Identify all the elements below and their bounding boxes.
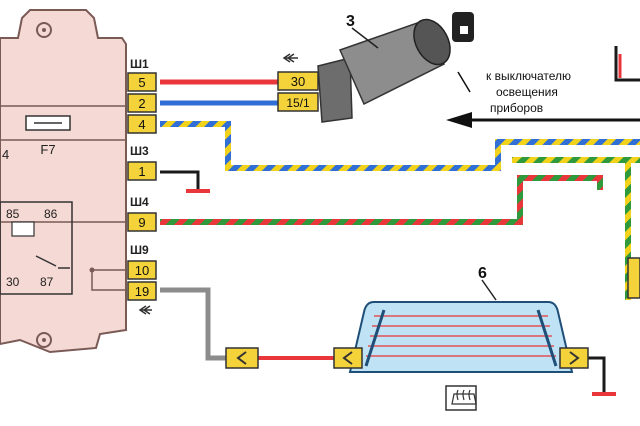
wire-yellow-blue-pin4 — [160, 121, 640, 171]
wire-black-lamp — [584, 356, 606, 392]
lamp-number: 6 — [478, 265, 487, 282]
pin-label: 4 — [138, 117, 145, 132]
connector-sh1: 5 2 4 — [127, 72, 157, 134]
terminal-marker-icon — [282, 53, 298, 63]
right-connector-stub — [627, 257, 640, 299]
relay-pin-85: 85 — [6, 207, 20, 221]
wire-black-pin1 — [160, 170, 200, 190]
wire-gray-pin19 — [160, 287, 236, 361]
rear-window-heating-icon — [445, 385, 477, 411]
relay-pin-87: 87 — [40, 275, 54, 289]
note-line-2: освещения — [496, 85, 558, 99]
connector-sh3: 1 — [127, 161, 157, 181]
pin-label: 5 — [138, 75, 145, 90]
arrow-left-icon — [446, 112, 472, 128]
note-line-1: к выключателю — [486, 69, 571, 83]
connector-sh4-label: Ш4 — [130, 195, 149, 209]
block-side-digit: 4 — [2, 147, 9, 162]
lamp: 6 — [333, 265, 589, 373]
relay: 85 86 30 87 — [0, 201, 73, 295]
terminal-marker-icon — [138, 305, 152, 315]
wire-right-top — [614, 46, 640, 82]
wire-red-green-pin9 — [160, 175, 603, 225]
switch-pin-15-1: 15/1 — [286, 96, 310, 110]
pin-label: 2 — [138, 96, 145, 111]
ignition-switch: 30 15/1 3 — [277, 12, 474, 123]
relay-pin-30: 30 — [6, 275, 20, 289]
connector-sh1-label: Ш1 — [130, 57, 149, 71]
switch-number: 3 — [346, 13, 355, 30]
inline-connector-left — [225, 347, 259, 369]
connector-sh9-label: Ш9 — [130, 243, 149, 257]
fuse-f7: F7 — [25, 115, 71, 157]
relay-pin-86: 86 — [44, 207, 58, 221]
connector-sh9: 10 19 — [127, 260, 157, 301]
note-line-3: приборов — [490, 101, 543, 115]
instrument-lighting-note: к выключателю освещения приборов — [446, 69, 640, 128]
fuse-label: F7 — [40, 142, 55, 157]
switch-pin-30: 30 — [291, 74, 305, 89]
connector-sh4: 9 — [127, 212, 157, 232]
pin-label: 19 — [135, 284, 149, 299]
pin-label: 1 — [138, 164, 145, 179]
pin-label: 9 — [138, 215, 145, 230]
pin-label: 10 — [135, 263, 149, 278]
connector-sh3-label: Ш3 — [130, 144, 149, 158]
mounting-block — [0, 9, 127, 354]
